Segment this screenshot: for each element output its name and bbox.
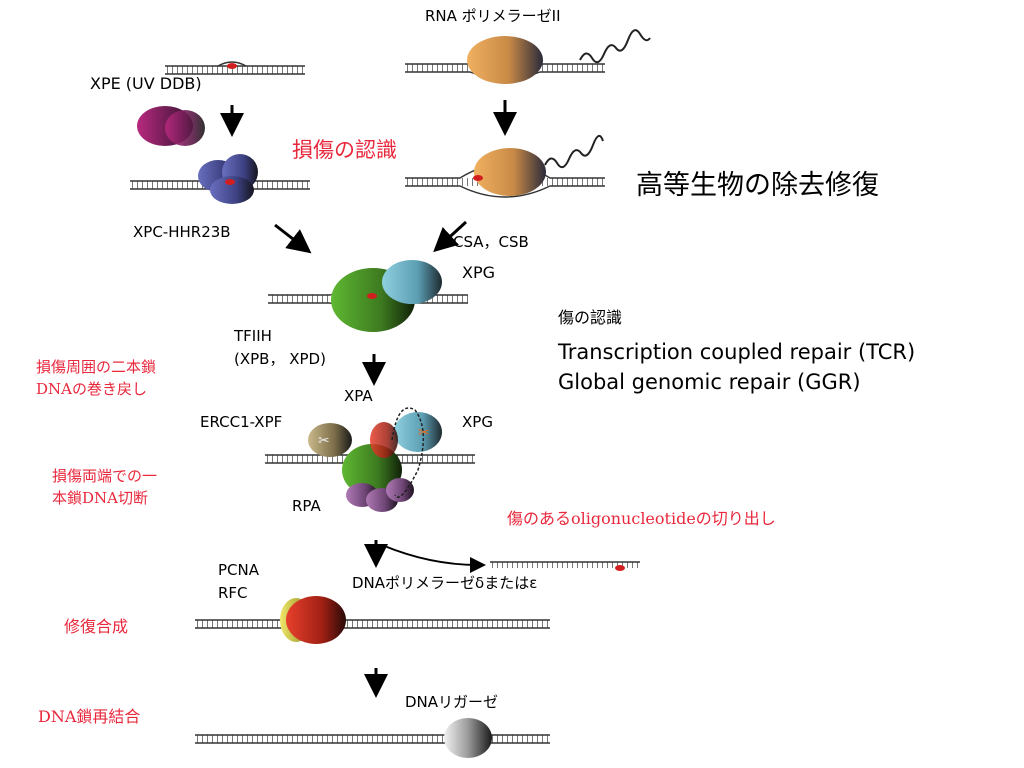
- rna-transcript: [544, 134, 604, 169]
- label-csa-csb: CSA，CSB: [453, 233, 529, 251]
- svg-text:✂: ✂: [318, 433, 330, 449]
- lesion-marker: [227, 63, 237, 69]
- excised-lesion-marker: [615, 565, 625, 571]
- label-tfiih: TFIIH: [234, 327, 272, 345]
- label-excision: 傷のあるoligonucleotideの切り出し: [507, 509, 776, 528]
- label-xpa: XPA: [344, 387, 373, 405]
- excised-oligonucleotide: [490, 561, 640, 568]
- label-rfc: RFC: [218, 584, 248, 602]
- dna-strand-repair: [195, 619, 550, 629]
- label-ercc1-xpf: ERCC1-XPF: [200, 413, 283, 431]
- label-damage-recognition: 損傷の認識: [292, 138, 397, 162]
- lesion-marker: [225, 179, 235, 185]
- repair-synthesis-complex: [280, 596, 346, 644]
- label-xpb-xpd: (XPB， XPD): [234, 350, 326, 368]
- xpe-uv-ddb-complex: [137, 106, 205, 146]
- label-dna-ligase: DNAリガーゼ: [405, 693, 499, 711]
- label-religation: DNA鎖再結合: [38, 707, 141, 726]
- label-incision-line2: 本鎖DNA切断: [52, 489, 148, 507]
- arrows: [220, 100, 517, 698]
- lesion-marker: [473, 175, 483, 181]
- page-title: 高等生物の除去修復: [636, 170, 879, 201]
- tfiih-xpg-complex: [331, 260, 442, 332]
- stalled-rna-polymerase-ii: [474, 148, 546, 196]
- label-xpc-hhr23b: XPC-HHR23B: [133, 223, 231, 241]
- legend-heading: 傷の認識: [558, 308, 623, 327]
- label-incision-line1: 損傷両端での一: [52, 467, 158, 485]
- rna-transcript: [579, 29, 651, 64]
- label-rpa: RPA: [292, 497, 321, 515]
- label-xpg-mid: XPG: [462, 413, 493, 431]
- label-xpg-top: XPG: [462, 263, 496, 282]
- label-dna-polymerase: DNAポリメラーゼδまたはε: [352, 574, 538, 592]
- label-xpe: XPE (UV DDB): [90, 74, 202, 93]
- label-rna-polymerase-ii: RNA ポリメラーゼII: [425, 7, 561, 25]
- dna-strand-ligation: [195, 734, 550, 744]
- rna-polymerase-ii: [467, 36, 543, 84]
- dna-ligase: [444, 718, 492, 758]
- svg-text:✂: ✂: [418, 425, 430, 441]
- label-repair-synthesis: 修復合成: [64, 617, 129, 636]
- label-pcna: PCNA: [218, 561, 260, 579]
- incision-complex: ✂ ✂: [308, 407, 442, 512]
- label-unwinding-line1: 損傷周囲の二本鎖: [36, 358, 157, 376]
- lesion-marker: [367, 293, 377, 299]
- legend-ggr: Global genomic repair (GGR): [558, 370, 861, 394]
- legend-tcr: Transcription coupled repair (TCR): [558, 340, 916, 364]
- label-unwinding-line2: DNAの巻き戻し: [36, 380, 147, 398]
- xpc-hhr23b-complex: [198, 154, 258, 204]
